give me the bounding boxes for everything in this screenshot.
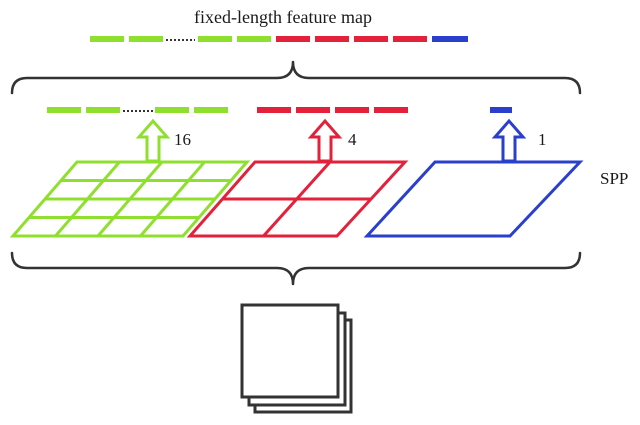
bin-segment-green	[47, 107, 81, 113]
diagram-title: fixed-length feature map	[194, 7, 372, 27]
bin-segment-green	[86, 107, 120, 113]
feature-map-stack	[240, 303, 353, 414]
level-count-label-4: 4	[348, 130, 357, 149]
grid-line-green	[139, 161, 206, 237]
fixed-length-vector	[90, 36, 468, 42]
vector-segment-green	[237, 36, 271, 42]
grid-outline-green	[9, 160, 251, 238]
vector-segment-green	[198, 36, 232, 42]
vector-segment-red	[315, 36, 349, 42]
bin-segment-green	[194, 107, 228, 113]
vector-segment-green	[129, 36, 163, 42]
bin-segment-red	[296, 107, 330, 113]
bin-segment-red	[335, 107, 369, 113]
green-level-bins	[47, 107, 228, 113]
bin-segment-blue	[490, 107, 512, 113]
up-arrow-icon-green	[135, 118, 171, 163]
upper-brace	[10, 60, 582, 95]
red-level-bins	[257, 107, 408, 113]
grid-line-green	[96, 161, 164, 237]
grid-line-green	[54, 161, 121, 237]
vector-segment-red	[276, 36, 310, 42]
blue-pooling-grid	[363, 160, 584, 238]
red-pooling-grid	[186, 160, 409, 238]
level-count-label-16: 16	[174, 130, 191, 149]
bin-segment-green	[155, 107, 189, 113]
vector-segment-blue	[432, 36, 468, 42]
grid-outline-blue	[363, 160, 584, 238]
bin-segment-red	[374, 107, 408, 113]
bin-segment-red	[257, 107, 291, 113]
vector-segment-red	[393, 36, 427, 42]
green-pooling-grid	[9, 160, 251, 238]
vector-segment-red	[354, 36, 388, 42]
feature-map-front	[240, 303, 340, 399]
blue-level-bins	[490, 107, 512, 113]
level-count-label-1: 1	[538, 130, 547, 149]
grid-outline-red	[186, 160, 409, 238]
lower-brace	[10, 251, 582, 286]
up-arrow-icon-blue	[491, 118, 527, 163]
vector-segment-green	[90, 36, 124, 42]
spp-label: SPP	[600, 169, 628, 188]
up-arrow-icon-red	[307, 118, 343, 163]
grid-line-red	[262, 160, 332, 238]
